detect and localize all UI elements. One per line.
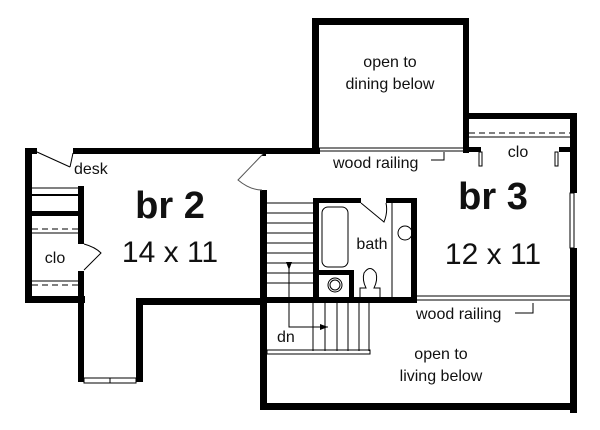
wall-clo3-right-stub — [559, 147, 577, 152]
wall-bath-bottom — [260, 297, 417, 303]
wall-tub-divider — [313, 270, 353, 275]
sink — [397, 225, 413, 241]
label-desk: desk — [74, 161, 109, 178]
wall-left-outer — [25, 148, 32, 303]
wall-br2-bottom — [136, 298, 266, 305]
wall-bath-right — [411, 198, 417, 302]
room-name-bath: bath — [356, 236, 387, 253]
wall-dining-right — [463, 18, 469, 153]
wall-clo2-bottom — [25, 296, 85, 303]
toilet — [359, 268, 381, 299]
wall-bump-left — [78, 296, 84, 382]
label-stairs-dn: dn — [277, 329, 295, 346]
bathtub — [321, 206, 349, 268]
wall-bottom — [260, 403, 577, 410]
wall-hall-top-left — [260, 148, 320, 153]
walls — [25, 18, 577, 413]
wall-br2-top — [73, 148, 320, 154]
wall-br3-right-upper — [570, 113, 577, 193]
label-wood-railing-top: wood railing — [332, 155, 418, 172]
wall-bath-top-right — [386, 198, 416, 203]
wall-door-jamb — [262, 152, 266, 156]
wall-br3-right-lower — [570, 248, 577, 413]
label-open-living-1: open to — [414, 346, 467, 363]
label-open-dining-1: open to — [363, 54, 416, 71]
room-dim-br3: 12 x 11 — [445, 238, 541, 271]
wall-bath-left — [313, 198, 319, 302]
label-open-living-2: living below — [400, 368, 483, 385]
labels: br 2 14 x 11 br 3 12 x 11 bath desk clo … — [45, 54, 541, 385]
label-open-dining-2: dining below — [346, 76, 435, 93]
arrows — [286, 262, 328, 330]
wall-left-top-stub — [25, 148, 37, 154]
wall-clo3-left-stub — [463, 147, 481, 152]
wall-shelf-divider — [32, 211, 82, 216]
sink-washer — [327, 277, 343, 293]
label-clo-br2: clo — [45, 250, 66, 267]
window-br3 — [569, 192, 575, 249]
wall-br3-top — [463, 113, 577, 119]
wall-bump-right — [136, 298, 143, 382]
wall-dining-top — [312, 18, 469, 25]
room-name-br2: br 2 — [135, 185, 205, 227]
wall-clo2-right-lower — [78, 271, 84, 303]
room-dim-br2: 14 x 11 — [122, 236, 218, 269]
wall-dining-left — [312, 18, 319, 153]
label-wood-railing-bottom: wood railing — [415, 306, 501, 323]
room-name-br3: br 3 — [458, 176, 528, 218]
wall-tub-divider-v — [349, 270, 354, 300]
wall-bath-top-left — [313, 198, 361, 203]
label-clo-br3: clo — [508, 144, 529, 161]
